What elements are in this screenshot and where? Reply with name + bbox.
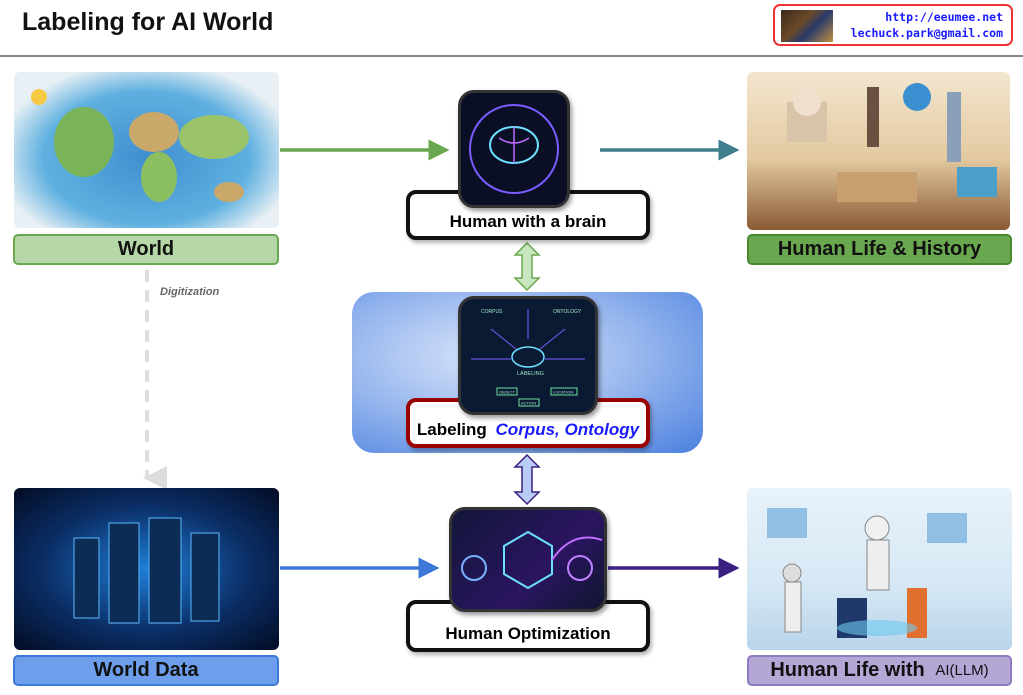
contact-url[interactable]: http://eeumee.net [885,10,1003,24]
labeling-label-emphasis: Corpus, Ontology [495,420,640,439]
labeling-circuit-graphic: CORPUS ONTOLOGY LABELING OBJECT ACTION L… [471,309,585,407]
labeling-label-prefix: Labeling [416,420,492,439]
optimization-image [449,507,607,612]
author-thumbnail [781,10,833,42]
optimization-cube-graphic [461,530,603,590]
digitization-label: Digitization [160,286,220,298]
labeling-image: CORPUS ONTOLOGY LABELING OBJECT ACTION L… [458,296,598,415]
world-label: World [13,234,279,265]
brain-image [458,90,570,208]
divider [0,55,1023,57]
world-data-image [14,488,279,650]
history-scene-graphic [787,83,997,202]
ai-people-scene-graphic [767,508,967,638]
action-text: ACTION [521,401,536,406]
contact-email[interactable]: lechuck.park@gmail.com [850,26,1003,40]
double-arrow-labeling-optimization [513,453,541,506]
brain-icon [469,104,559,194]
page-title: Labeling for AI World [22,8,274,36]
human-history-image [747,72,1010,230]
ai-life-label-prefix: Human Life with [770,659,931,681]
world-map-image [14,72,279,228]
object-text: OBJECT [499,390,515,395]
double-arrow-brain-labeling [513,241,541,292]
ai-life-label-suffix: AI(LLM) [935,662,989,679]
human-life-ai-image [747,488,1012,650]
contact-box: http://eeumee.net lechuck.park@gmail.com [773,4,1013,46]
continents-graphic [31,89,249,202]
labeling-text: LABELING [517,371,544,377]
ontology-text: ONTOLOGY [553,309,582,315]
ai-life-label: Human Life with AI(LLM) [747,655,1012,686]
history-label: Human Life & History [747,234,1012,265]
server-racks-graphic [73,517,220,624]
world-data-label: World Data [13,655,279,686]
location-text: LOCATION [553,390,573,395]
corpus-text: CORPUS [481,309,503,315]
